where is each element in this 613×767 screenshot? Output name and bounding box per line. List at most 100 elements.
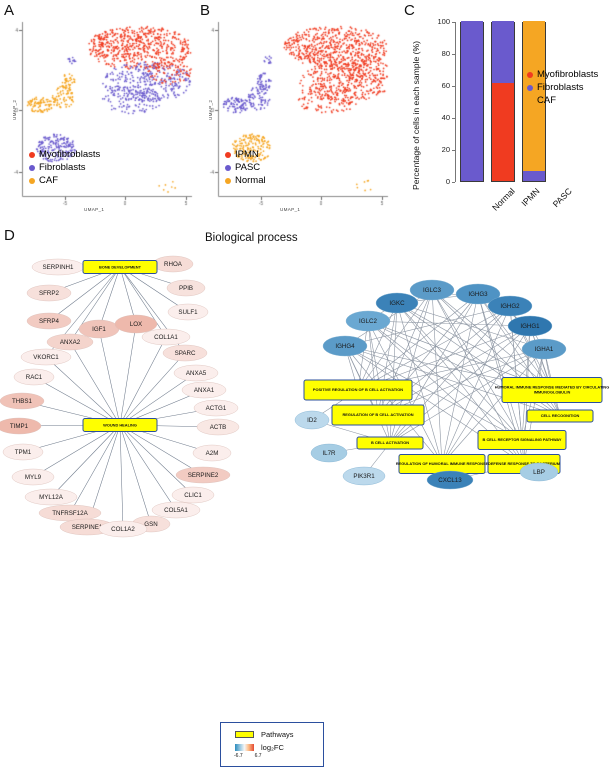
bar-ipmn [491,21,515,182]
panel-c-y-axis [455,22,456,182]
pathway-label: POSITIVE REGULATION OF B CELL ACTIVATION [313,387,403,392]
network-edge [50,424,121,498]
gene-node-IGHG1[interactable] [507,315,553,337]
gene-node-SFRP4[interactable] [26,312,72,330]
gene-node-A2M[interactable] [192,444,232,462]
gene-node-IGHG3[interactable] [455,283,501,305]
gene-node-COL5A1[interactable] [151,501,201,519]
bar-normal [460,21,484,182]
gene-label: SFRP4 [39,318,60,325]
gene-label: IGHG3 [468,291,488,298]
gene-node-IGLC3[interactable] [409,279,455,301]
gene-node-PPIB[interactable] [166,279,206,297]
network-edge [69,266,121,343]
gene-node-IGLC2[interactable] [345,310,391,332]
network-edge [441,325,531,465]
gene-node-ACTG1[interactable] [193,399,239,417]
gene-node-ID2[interactable] [294,410,330,430]
pathway-node[interactable] [303,379,413,401]
gene-label: LOX [130,321,142,328]
gene-node-TPM1[interactable] [2,443,44,461]
legend-item: Fibroblasts [527,81,598,94]
gene-label: SERPINE1 [72,524,103,531]
gene-node-ACTB[interactable] [196,418,240,436]
gene-node-SPARC[interactable] [162,344,208,362]
panel-c-y-tick [452,22,455,23]
network-edge [431,289,523,441]
network-edge [32,424,121,478]
panel-d-letter: D [4,227,15,244]
gene-node-THBS1[interactable] [0,392,45,410]
pathway-node[interactable] [331,404,425,426]
network-edge [431,289,443,465]
gene-node-PIK3R1[interactable] [342,466,386,486]
bar-segment-myofibroblasts [492,83,514,181]
panel-c-y-tick [452,150,455,151]
gene-node-SERPINE2[interactable] [175,466,231,484]
panel-a-umap: A Myofibroblasts Fibroblasts CAF UMAP_1 … [0,0,196,222]
legend-label-ipmn: IPMN [235,148,259,160]
pathway-node[interactable] [477,430,567,450]
gene-node-SULF1[interactable] [167,303,209,321]
gene-label: A2M [206,450,219,457]
gene-label: IL7R [322,450,336,457]
network-edge [119,323,137,426]
network-edge [69,424,121,514]
gene-node-ANXA5[interactable] [173,364,219,382]
legend-label-pasc: PASC [235,161,261,173]
gene-node-IL7R[interactable] [310,443,348,463]
legend-dot-fibroblasts [29,164,35,171]
gene-node-LBP[interactable] [519,462,559,482]
pathway-node[interactable] [501,377,603,403]
gene-node-IGHG2[interactable] [487,295,533,317]
pathway-label: B CELL ACTIVATION [371,440,409,445]
gene-label: IGHG1 [520,323,540,330]
legend-item: Myofibroblasts [527,68,598,81]
gene-node-TIMP1[interactable] [0,417,42,435]
gene-node-IGKC[interactable] [375,292,419,314]
gene-node-MYL12A[interactable] [24,488,78,506]
pathway-node-bone[interactable] [82,260,158,274]
gene-label: IGLC3 [423,287,441,294]
panel-c-y-tick-label: 20 [441,145,450,154]
panel-b-xlabel: UMAP_1 [280,207,301,212]
network-edge [357,302,398,391]
pathway-node-wound[interactable] [82,418,158,432]
pathway-node[interactable] [356,436,424,450]
network-edge [367,320,523,441]
gene-node-CLIC1[interactable] [171,486,215,504]
umap-scatter-a [0,0,196,222]
network-edge [119,424,177,511]
panel-b-ylabel: UMAP_2 [208,99,213,120]
gene-node-ANXA2[interactable] [46,333,94,351]
gene-node-VKORC1[interactable] [20,348,72,366]
network-edge [357,305,511,391]
gene-label: MYL9 [25,474,42,481]
network-edge [441,305,511,465]
panel-c-y-tick-label: 40 [441,113,450,122]
gene-node-COL1A2[interactable] [98,520,148,538]
bar-segment-fibroblasts [492,21,514,84]
legend-item: Myofibroblasts [29,148,100,161]
gene-label: PIK3R1 [353,473,375,480]
gene-node-RAC1[interactable] [13,368,55,386]
legend-fc-min: -6.7 [234,753,243,759]
pathway-label: IMMUNOGLOBULIN [534,389,571,394]
gene-node-MYL9[interactable] [11,468,55,486]
gene-node-LOX[interactable] [114,314,158,334]
network-edge [119,266,189,313]
gene-node-IGHG4[interactable] [322,335,368,357]
network-edge [48,266,121,322]
gene-label: MYL12A [39,494,64,501]
gene-node-COL1A1[interactable] [141,328,191,346]
panel-c-y-tick [452,182,455,183]
gene-node-SFRP2[interactable] [26,284,72,302]
gene-node-ANXA1[interactable] [181,381,227,399]
gene-label: ANXA2 [60,339,81,346]
network-edge [98,328,121,426]
legend-dot-myofibroblasts [527,71,533,78]
pathway-node[interactable] [526,409,594,423]
gene-node-CXCL13[interactable] [426,470,474,490]
panel-c-legend: Myofibroblasts Fibroblasts CAF [527,68,598,107]
gene-node-IGHA1[interactable] [521,338,567,360]
